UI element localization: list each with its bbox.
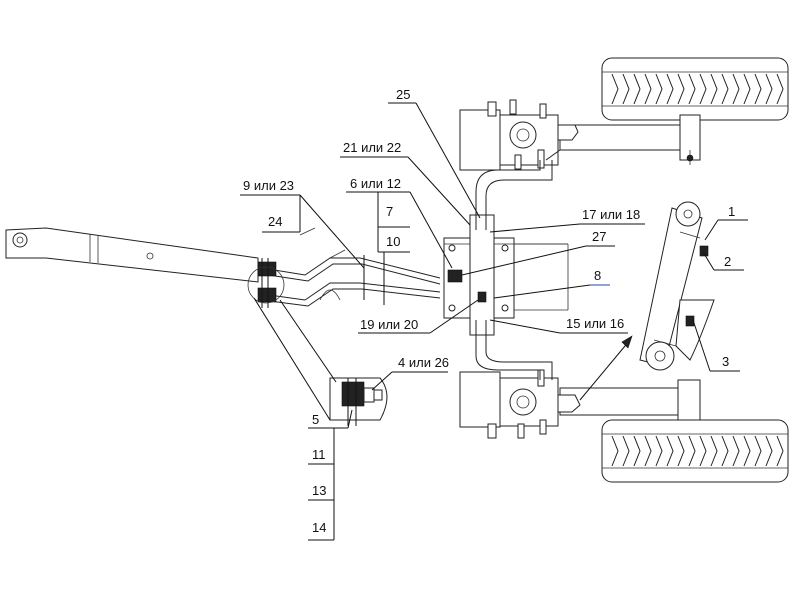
center-frame-plate (443, 214, 569, 336)
tread-lug (710, 435, 718, 467)
leader-lines (240, 102, 748, 541)
hose-lines (475, 140, 561, 380)
tread-lug (677, 73, 685, 105)
callout-17-18: 17 или 18 (582, 207, 640, 222)
callout-11: 11 (312, 447, 326, 462)
callout-14: 14 (312, 520, 326, 535)
tread-lug (776, 73, 784, 105)
tread-lug (754, 73, 762, 105)
top-axle-arm (559, 114, 701, 165)
callout-27: 27 (592, 229, 606, 244)
callout-9-23: 9 или 23 (243, 178, 294, 193)
tread-lug (688, 73, 696, 105)
tread-lug (743, 73, 751, 105)
callout-7: 7 (386, 204, 393, 219)
tread-lug (765, 73, 773, 105)
callout-6-12: 6 или 12 (350, 176, 401, 191)
tread-lug (743, 435, 751, 467)
callout-19-20: 19 или 20 (360, 317, 418, 332)
coupler-detail-view (329, 377, 388, 426)
callout-labels: 1 2 3 25 21 или 22 6 или 12 7 10 9 или 2… (243, 87, 735, 535)
callout-21-22: 21 или 22 (343, 140, 401, 155)
tread-lug (622, 73, 630, 105)
main-hoses (261, 255, 441, 307)
callout-1: 1 (728, 204, 735, 219)
tread-lug (710, 73, 718, 105)
tread-lug (699, 73, 707, 105)
callout-15-16: 15 или 16 (566, 316, 624, 331)
tread-lug (666, 73, 674, 105)
callout-10: 10 (386, 234, 400, 249)
tread-lug (655, 73, 663, 105)
drawbar (5, 227, 346, 283)
bottom-axle-arm (559, 379, 701, 421)
callout-13: 13 (312, 483, 326, 498)
tread-lug (655, 435, 663, 467)
direction-arrow (579, 335, 633, 401)
tread-lug (776, 435, 784, 467)
callout-25: 25 (396, 87, 410, 102)
tread-lug (732, 73, 740, 105)
quick-couplers (257, 258, 277, 308)
tread-lug (721, 435, 729, 467)
tread-lug (732, 435, 740, 467)
callout-8: 8 (594, 268, 601, 283)
tread-lug (644, 73, 652, 105)
callout-5: 5 (312, 412, 319, 427)
tread-lug (677, 435, 685, 467)
bottom-hub-assembly (459, 369, 581, 439)
tread-lug (622, 435, 630, 467)
detail-circle (247, 266, 285, 304)
tread-lug (765, 435, 773, 467)
top-hub-assembly (459, 99, 579, 171)
callout-24: 24 (268, 214, 282, 229)
callout-2: 2 (724, 254, 731, 269)
bottom-wheel (601, 419, 789, 483)
tread-lug (633, 73, 641, 105)
callout-3: 3 (722, 354, 729, 369)
tread-lug (633, 435, 641, 467)
tread-lug (688, 435, 696, 467)
callout-4-26: 4 или 26 (398, 355, 449, 370)
tread-lug (611, 435, 619, 467)
tread-lug (666, 435, 674, 467)
tread-lug (644, 435, 652, 467)
hydraulic-cylinder (639, 201, 715, 371)
tread-lug (754, 435, 762, 467)
top-wheel (601, 57, 789, 121)
tread-lug (611, 73, 619, 105)
tread-lug (699, 435, 707, 467)
tread-lug (721, 73, 729, 105)
